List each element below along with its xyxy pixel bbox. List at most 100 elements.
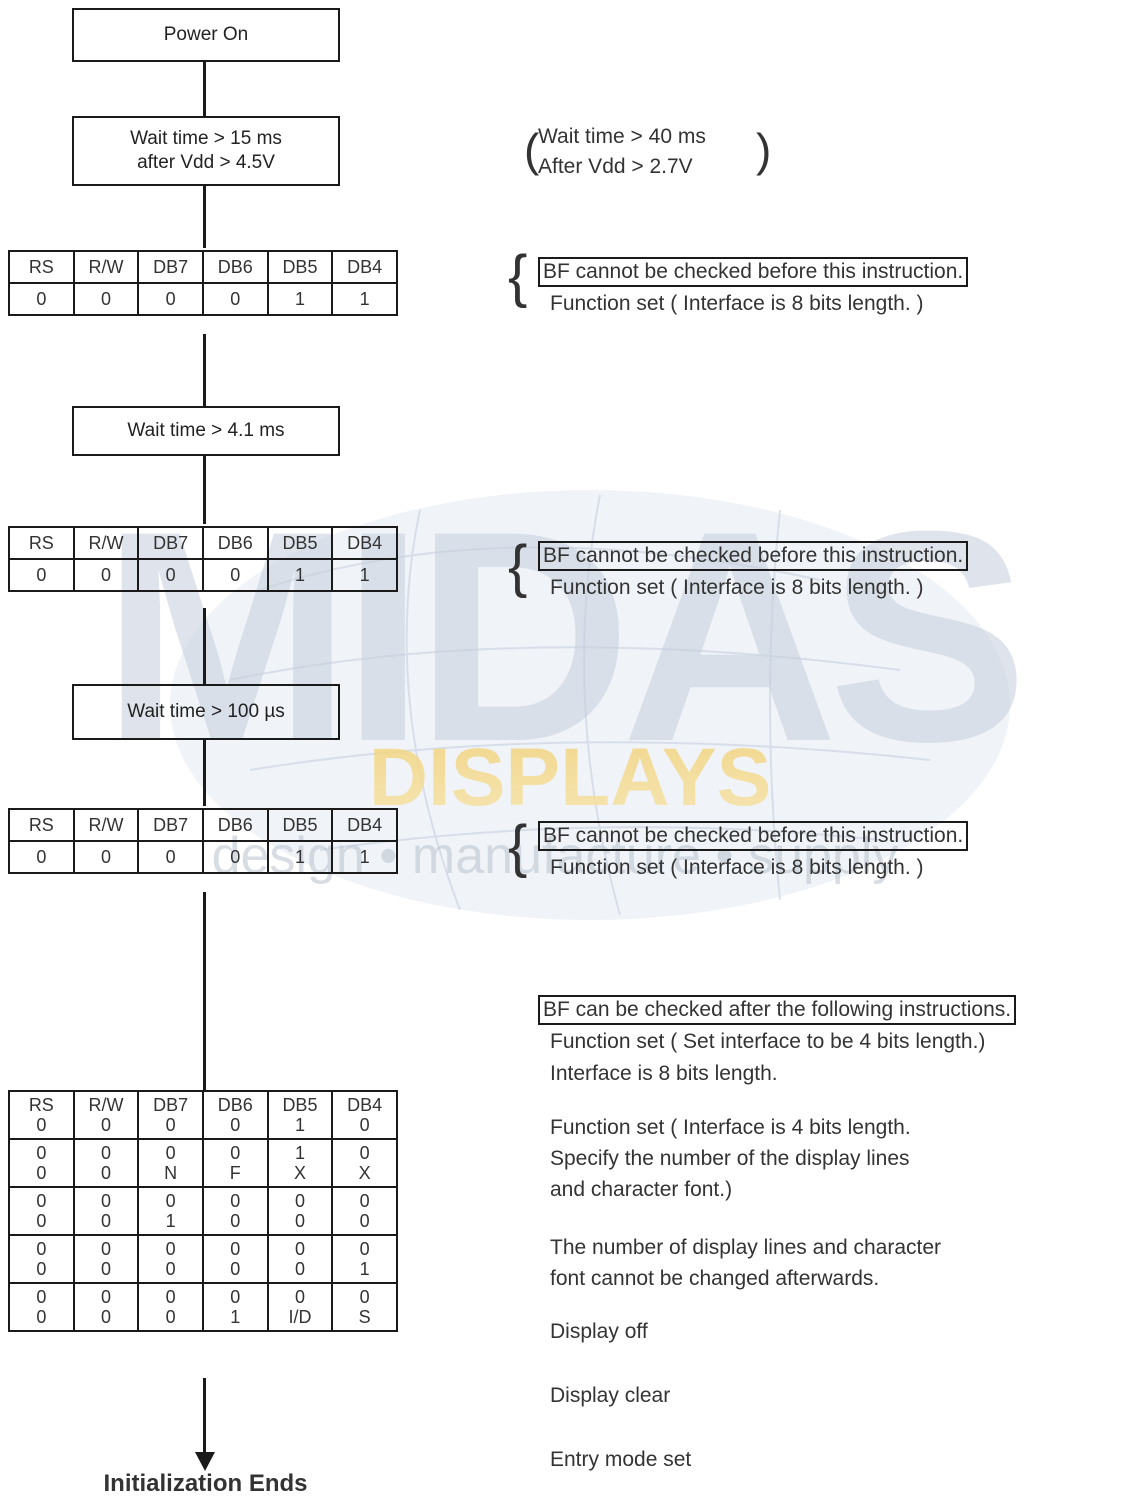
entry-mode-note: Entry mode set — [550, 1448, 692, 1471]
func-set-8bit-label: Function set ( Interface is 8 bits lengt… — [550, 292, 924, 315]
upper-nibble-value: 0 — [230, 1287, 241, 1307]
upper-nibble-value: 0 — [165, 1191, 176, 1211]
upper-nibble-value: DB6 — [217, 1095, 253, 1115]
header-cell: R/W — [72, 808, 140, 842]
bf-cannot-label: BF cannot be checked before this instruc… — [538, 541, 969, 571]
bf-note-2: BF cannot be checked before this instruc… — [538, 540, 969, 604]
header-cell: R/W — [72, 526, 140, 560]
lower-nibble-value: 0 — [100, 1115, 111, 1135]
lower-nibble-value: 1 — [359, 1259, 370, 1279]
display-clear-note: Display clear — [550, 1384, 671, 1407]
header-cell: DB6 — [201, 526, 269, 560]
value-cell: 1 — [266, 282, 334, 316]
upper-nibble-value: 0 — [359, 1239, 370, 1259]
func-set-4bit-line2: Specify the number of the display lines — [550, 1147, 910, 1170]
upper-nibble-value: DB4 — [347, 1095, 383, 1115]
lower-nibble-value: 1 — [165, 1211, 176, 1231]
header-cell: RS — [8, 250, 75, 284]
header-cell: DB4 — [331, 250, 398, 284]
value-cell: 0 — [137, 558, 204, 592]
header-cell: RS — [8, 526, 75, 560]
header-cell: DB5 — [266, 808, 334, 842]
lower-nibble-value: 0 — [230, 1211, 241, 1231]
vdd-note-line2: After Vdd > 2.7V — [538, 155, 693, 178]
open-paren: ( — [524, 124, 540, 176]
header-cell: RS — [8, 808, 75, 842]
value-cell: 1 — [331, 840, 398, 874]
upper-nibble-value: 0 — [230, 1239, 241, 1259]
upper-nibble-value: 0 — [165, 1239, 176, 1259]
upper-nibble-value: RS — [28, 1095, 54, 1115]
function-set-table-2: RS R/W DB7 DB6 DB5 DB4 0 0 0 0 1 1 — [8, 526, 398, 592]
connector-line — [203, 1378, 206, 1454]
lower-nibble-value: 1 — [294, 1115, 305, 1135]
upper-nibble-value: DB5 — [282, 1095, 318, 1115]
upper-nibble-value: 0 — [36, 1191, 47, 1211]
value-cell: 1 — [331, 558, 398, 592]
func-set-4bit-set-label: Function set ( Set interface to be 4 bit… — [550, 1030, 986, 1053]
lower-nibble-value: S — [358, 1307, 371, 1327]
lower-nibble-value: 0 — [230, 1115, 241, 1135]
wait-4ms-label: Wait time > 4.1 ms — [127, 420, 285, 441]
upper-nibble-value: 0 — [294, 1191, 305, 1211]
vdd-note-line1: Wait time > 40 ms — [538, 125, 706, 148]
upper-nibble-value: 0 — [230, 1143, 241, 1163]
close-paren: ) — [756, 124, 772, 176]
connector-line — [203, 892, 206, 1090]
upper-nibble-value: 0 — [36, 1239, 47, 1259]
upper-nibble-value: R/W — [88, 1095, 124, 1115]
upper-nibble-value: 0 — [36, 1287, 47, 1307]
function-set-table-1: RS R/W DB7 DB6 DB5 DB4 0 0 0 0 1 1 — [8, 250, 398, 316]
upper-nibble-value: 0 — [294, 1287, 305, 1307]
bf-note-1: BF cannot be checked before this instruc… — [538, 256, 969, 320]
connector-line — [203, 184, 206, 248]
lower-nibble-value: 0 — [100, 1259, 111, 1279]
table-row: 0 0 0 0 1 1 — [8, 282, 398, 316]
lines-font-line2: font cannot be changed afterwards. — [550, 1267, 880, 1290]
connector-line — [203, 738, 206, 806]
upper-nibble-value: 1 — [294, 1143, 305, 1163]
power-on-box: Power On — [72, 8, 340, 62]
lower-nibble-value: 0 — [36, 1307, 47, 1327]
value-cell: 0 — [137, 282, 204, 316]
upper-nibble-value: 0 — [36, 1143, 47, 1163]
func-set-8bit-label: Function set ( Interface is 8 bits lengt… — [550, 856, 924, 879]
wait-15ms-box: Wait time > 15 ms after Vdd > 4.5V — [72, 116, 340, 186]
upper-nibble-value: DB7 — [153, 1095, 189, 1115]
lower-nibble-value: 0 — [359, 1115, 370, 1135]
lower-nibble-value: X — [293, 1163, 306, 1183]
lower-nibble-value: 0 — [36, 1163, 47, 1183]
lower-nibble-value: 0 — [294, 1211, 305, 1231]
upper-nibble-value: 0 — [294, 1239, 305, 1259]
wait-100us-box: Wait time > 100 µs — [72, 684, 340, 740]
upper-nibble-value: 0 — [359, 1143, 370, 1163]
iface-8bit-label: Interface is 8 bits length. — [550, 1062, 778, 1085]
func-set-4bit-line3: and character font.) — [550, 1178, 733, 1201]
header-cell: R/W — [72, 250, 140, 284]
value-cell: 0 — [72, 558, 140, 592]
upper-nibble-value: 0 — [165, 1287, 176, 1307]
upper-nibble-value: 0 — [100, 1143, 111, 1163]
lower-nibble-value: 0 — [165, 1307, 176, 1327]
header-cell: DB6 — [201, 250, 269, 284]
lower-nibble-value: 1 — [230, 1307, 241, 1327]
header-cell: DB6 — [201, 808, 269, 842]
